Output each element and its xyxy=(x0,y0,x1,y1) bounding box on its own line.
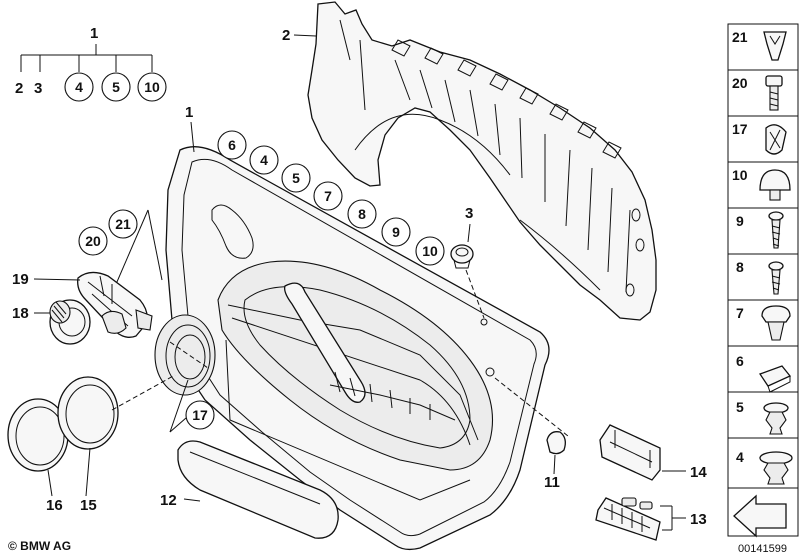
tree-circle-e xyxy=(137,72,167,102)
direction-arrow-icon xyxy=(733,494,787,538)
legend-label-4: 9 xyxy=(736,213,744,229)
fastener-sequence: 6 4 5 7 8 9 10 xyxy=(217,130,445,266)
seq-label-5: 5 xyxy=(292,170,300,186)
part-13-label: 13 xyxy=(690,511,707,528)
part-19-label: 19 xyxy=(12,271,29,288)
tree-label-e: 10 xyxy=(144,79,160,95)
legend-screw-9-icon xyxy=(768,211,784,221)
seq-label-4: 4 xyxy=(260,152,268,168)
seq-label-9: 9 xyxy=(392,224,400,240)
tree-parent-label: 1 xyxy=(90,25,98,42)
tree-label-d: 5 xyxy=(112,79,120,95)
legend-label-3: 10 xyxy=(732,167,748,183)
legend-label-2: 17 xyxy=(732,121,748,137)
legend-clip-21-icon xyxy=(763,31,787,61)
fastener-legend: 21 20 17 10 9 8 7 6 5 4 xyxy=(727,23,799,538)
legend-label-6: 7 xyxy=(736,305,744,321)
legend-label-8: 5 xyxy=(736,399,744,415)
armrest-pad: 12 xyxy=(160,440,339,539)
legend-clip-17-icon xyxy=(765,124,787,155)
part-17-callout: 17 xyxy=(169,379,215,433)
tree-label-b: 3 xyxy=(34,80,42,97)
bracket-part-14: 14 xyxy=(599,424,707,481)
seq-label-10: 10 xyxy=(422,243,438,259)
legend-cap-10-icon xyxy=(759,169,791,191)
legend-screw-20-icon xyxy=(765,75,783,87)
legend-clip-7-icon xyxy=(761,305,791,323)
retaining-clip: 3 xyxy=(450,205,485,319)
seq-label-8: 8 xyxy=(358,206,366,222)
legend-screw-8-icon xyxy=(768,261,784,271)
legend-clip-4-icon xyxy=(759,451,793,465)
legend-label-5: 8 xyxy=(736,259,744,275)
legend-label-0: 21 xyxy=(732,29,748,45)
reference-number: 00141599 xyxy=(738,543,787,555)
handle-label-20: 20 xyxy=(85,233,101,249)
seq-label-6: 6 xyxy=(228,137,236,153)
clip-label: 3 xyxy=(465,205,473,222)
part-16-label: 16 xyxy=(46,497,63,514)
door-trim-panel xyxy=(165,146,550,551)
tree-label-c: 4 xyxy=(75,79,83,95)
tree-label-a: 2 xyxy=(15,80,23,97)
door-speaker-grille xyxy=(154,314,216,396)
part-18-label: 18 xyxy=(12,305,29,322)
part-11-label: 11 xyxy=(544,474,560,491)
tree-circle-d xyxy=(101,72,131,102)
part-12-label: 12 xyxy=(160,492,177,509)
brand-mark: © BMW AG xyxy=(8,539,71,553)
foam-insulation xyxy=(307,1,657,321)
speaker-rings: 16 15 xyxy=(7,374,176,514)
part-17-label: 17 xyxy=(192,407,208,423)
handle-label-21: 21 xyxy=(115,216,131,232)
tree-circle-c xyxy=(64,72,94,102)
legend-label-7: 6 xyxy=(736,353,744,369)
legend-label-9: 4 xyxy=(736,449,744,465)
parts-tree: 1 2 3 4 5 10 xyxy=(15,25,167,102)
part-14-label: 14 xyxy=(690,464,707,481)
part-15-label: 15 xyxy=(80,497,97,514)
seq-label-7: 7 xyxy=(324,188,332,204)
foam-label: 2 xyxy=(282,27,290,44)
trim-label: 1 xyxy=(185,104,193,121)
cap-part-11: 11 xyxy=(494,377,569,491)
lamp-part-13: 13 xyxy=(595,497,707,541)
handle-assembly: 20 21 19 18 xyxy=(12,209,163,345)
legend-label-1: 20 xyxy=(732,75,748,91)
